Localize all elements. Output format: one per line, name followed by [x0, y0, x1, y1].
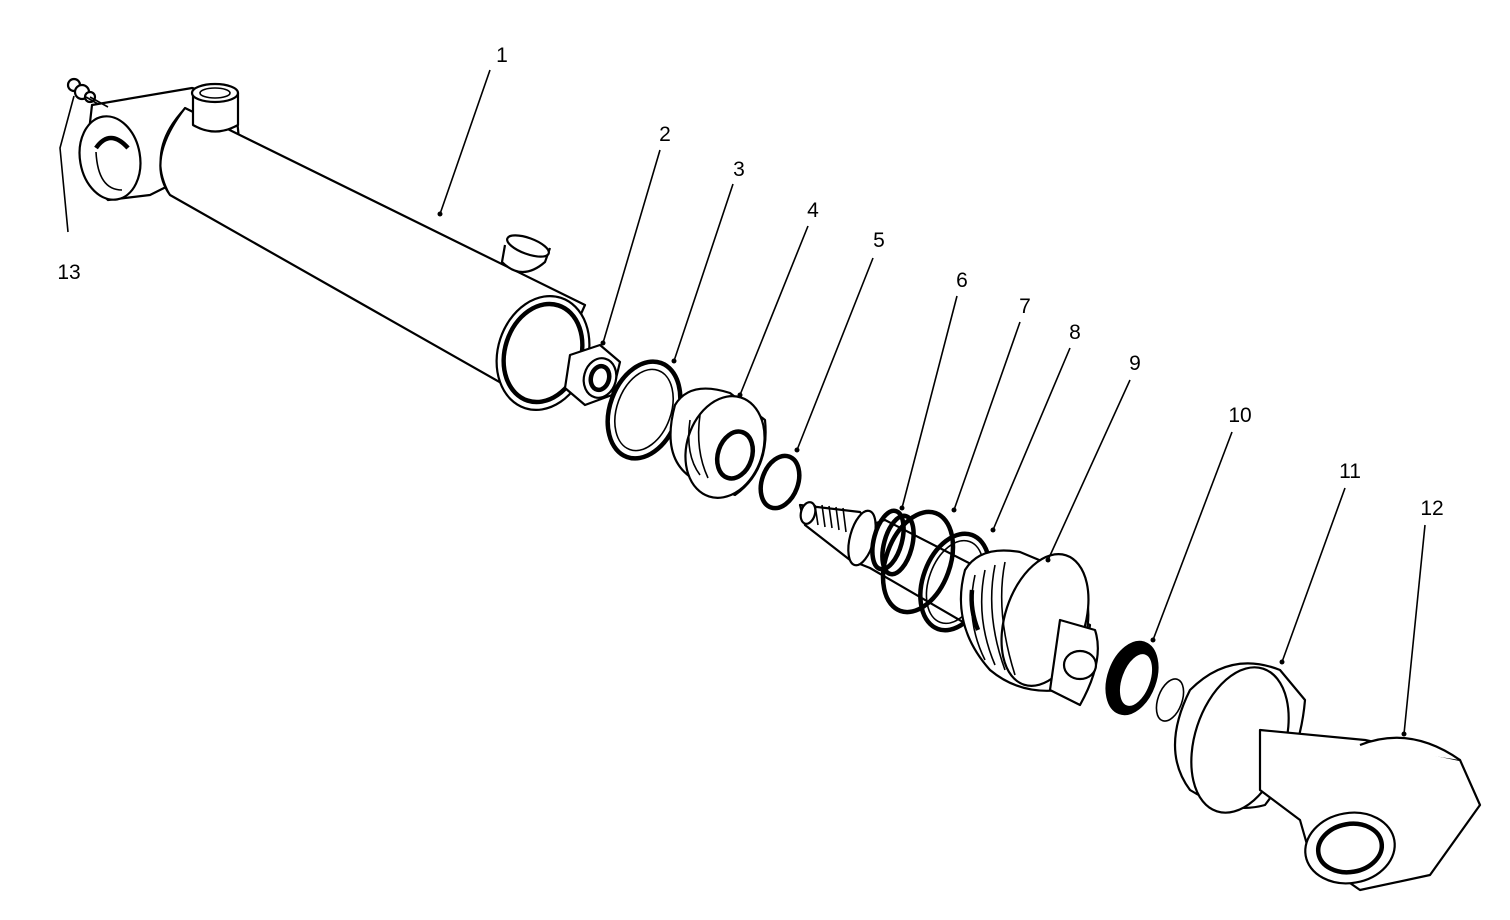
- callout-3: 3: [733, 158, 745, 181]
- callout-5: 5: [873, 229, 885, 252]
- callout-7: 7: [1019, 295, 1031, 318]
- rod-seal: [870, 508, 916, 577]
- callout-6: 6: [956, 269, 968, 292]
- o-ring: [758, 453, 802, 511]
- callout-labels: 1 2 3 4 5 6 7 8 9 10 11 12 13: [57, 44, 1443, 520]
- callout-10: 10: [1228, 404, 1251, 427]
- grease-fitting: [66, 77, 99, 105]
- callout-11: 11: [1339, 460, 1361, 483]
- leader-lines: [59, 69, 1426, 737]
- gland: [959, 549, 1099, 707]
- piston: [669, 387, 767, 499]
- callout-4: 4: [807, 199, 819, 222]
- wiper-ring: [880, 509, 956, 615]
- callout-2: 2: [659, 123, 671, 146]
- callout-12: 12: [1420, 497, 1443, 520]
- callout-1: 1: [496, 44, 508, 67]
- wiper-seal: [1105, 640, 1159, 716]
- rod-end: [1155, 662, 1482, 892]
- callout-8: 8: [1069, 321, 1081, 344]
- cylinder-barrel: [78, 82, 591, 411]
- callout-13: 13: [57, 261, 80, 284]
- callout-9: 9: [1129, 352, 1141, 375]
